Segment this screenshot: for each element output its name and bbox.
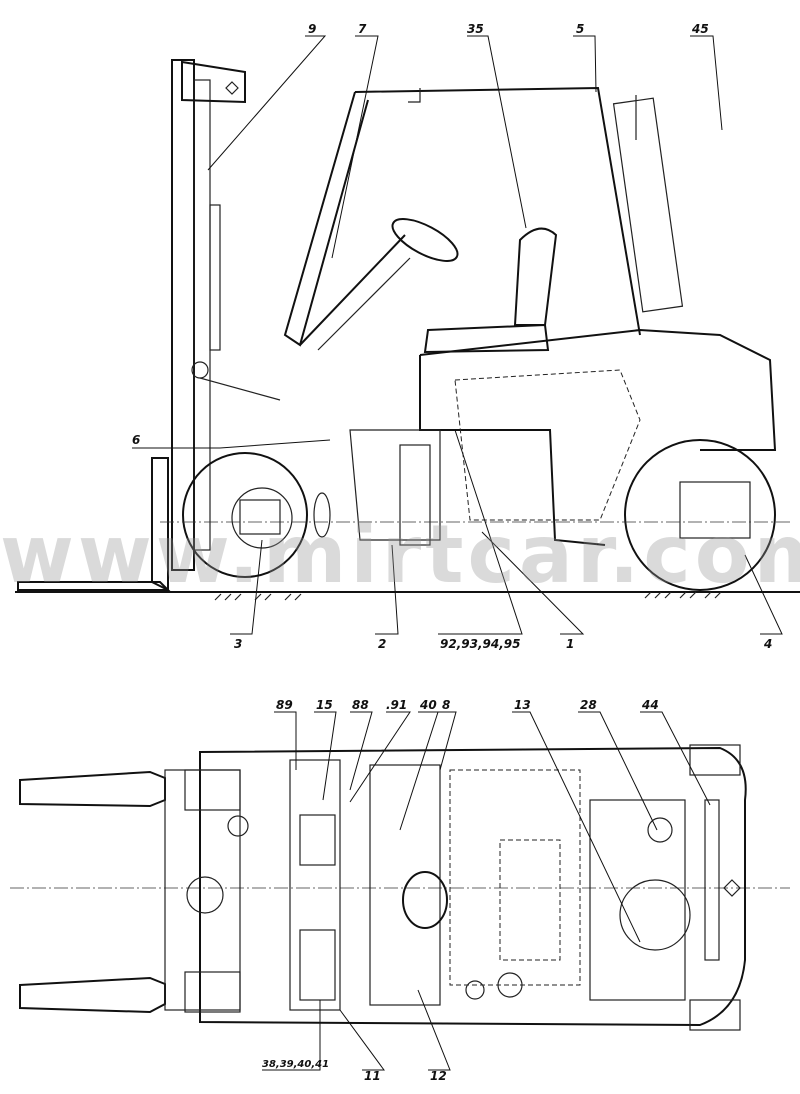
callout: 1 — [566, 637, 574, 651]
drive-frame — [369, 764, 441, 1006]
counterweight-area — [589, 799, 686, 1001]
body-top — [419, 328, 777, 451]
ground-hatch — [214, 591, 722, 601]
mast-outer — [171, 59, 195, 571]
front-wheel — [182, 452, 308, 578]
rear-wheel-left — [689, 744, 741, 776]
callout: 92,93,94,95 — [440, 637, 520, 651]
fuse-block — [299, 929, 336, 1001]
callout: 45 — [691, 22, 709, 36]
mast-top-crosshead — [181, 60, 246, 104]
top-steering-wheel — [402, 871, 448, 929]
guard-clip — [408, 88, 421, 103]
callout: 35 — [467, 22, 484, 36]
seat-cushion — [423, 323, 550, 354]
callout: 3 — [234, 637, 242, 651]
callout: 8 — [442, 698, 450, 712]
front-axle-box — [239, 499, 281, 535]
tow-pin — [723, 879, 741, 897]
fork-upright — [151, 457, 169, 592]
drive-housing — [349, 429, 441, 541]
front-wheel-right — [184, 971, 241, 1013]
contactor-block — [299, 814, 336, 866]
rear-rail — [704, 799, 720, 961]
pump-motor — [619, 879, 691, 951]
body-internal — [454, 369, 641, 521]
callout: 11 — [364, 1069, 381, 1083]
callout: 44 — [641, 698, 659, 712]
top-view-callouts: 89 15 88 .91 40 8 13 28 44 38,39,40,41 1… — [262, 698, 659, 1083]
steering-column — [299, 234, 406, 346]
top-hub-small — [227, 815, 249, 837]
overhead-guard-top — [354, 86, 641, 336]
fork-left — [19, 770, 166, 808]
callout: 38,39,40,41 — [262, 1059, 329, 1070]
brake-fluid-tank — [497, 972, 523, 998]
chain-anchor — [225, 81, 239, 95]
leader-lines — [132, 35, 783, 1071]
callout: 28 — [580, 698, 597, 712]
brake-disc — [313, 492, 331, 538]
battery-compartment — [449, 769, 581, 986]
watermark: www.mirtcar.com.ua — [0, 508, 800, 601]
mast-inner — [193, 79, 211, 551]
drain-plug — [465, 980, 485, 1000]
filler-cap — [647, 817, 673, 843]
top-hub-left — [186, 876, 224, 914]
body-side — [419, 355, 606, 546]
callout: 6 — [132, 433, 140, 447]
callout: .91 — [386, 698, 407, 712]
fork-right — [19, 976, 166, 1014]
callout: 89 — [276, 698, 293, 712]
callout: 88 — [352, 698, 369, 712]
callout: 40 — [419, 698, 437, 712]
battery-box — [399, 444, 431, 546]
side-view — [15, 59, 800, 601]
callout: 15 — [316, 698, 333, 712]
callout: 9 — [308, 22, 316, 36]
tilt-cylinder — [199, 377, 281, 401]
callout: 7 — [358, 22, 367, 36]
chassis-outline — [199, 746, 747, 1027]
rear-wheel — [624, 439, 776, 591]
side-view-callouts: 9 7 35 5 45 6 3 2 92,93,94,95 1 4 — [132, 22, 772, 651]
rear-axle-box — [679, 481, 751, 539]
steering-column-b — [317, 257, 411, 351]
rear-post — [612, 97, 684, 313]
top-view — [10, 744, 790, 1031]
callout: 5 — [576, 22, 584, 36]
control-panel — [289, 759, 341, 1011]
callout: 13 — [514, 698, 531, 712]
front-hub — [231, 487, 293, 549]
mast-carriage — [164, 769, 241, 1011]
seat-outline — [499, 839, 561, 961]
front-wheel-left — [184, 769, 241, 811]
overhead-guard-front-post — [283, 91, 369, 347]
lift-cylinder — [209, 204, 221, 351]
steering-wheel — [391, 218, 459, 262]
callout: 12 — [430, 1069, 447, 1083]
callout: 2 — [378, 637, 386, 651]
callout: 4 — [763, 637, 772, 651]
rear-wheel-right — [689, 999, 741, 1031]
seat-back — [513, 227, 558, 326]
